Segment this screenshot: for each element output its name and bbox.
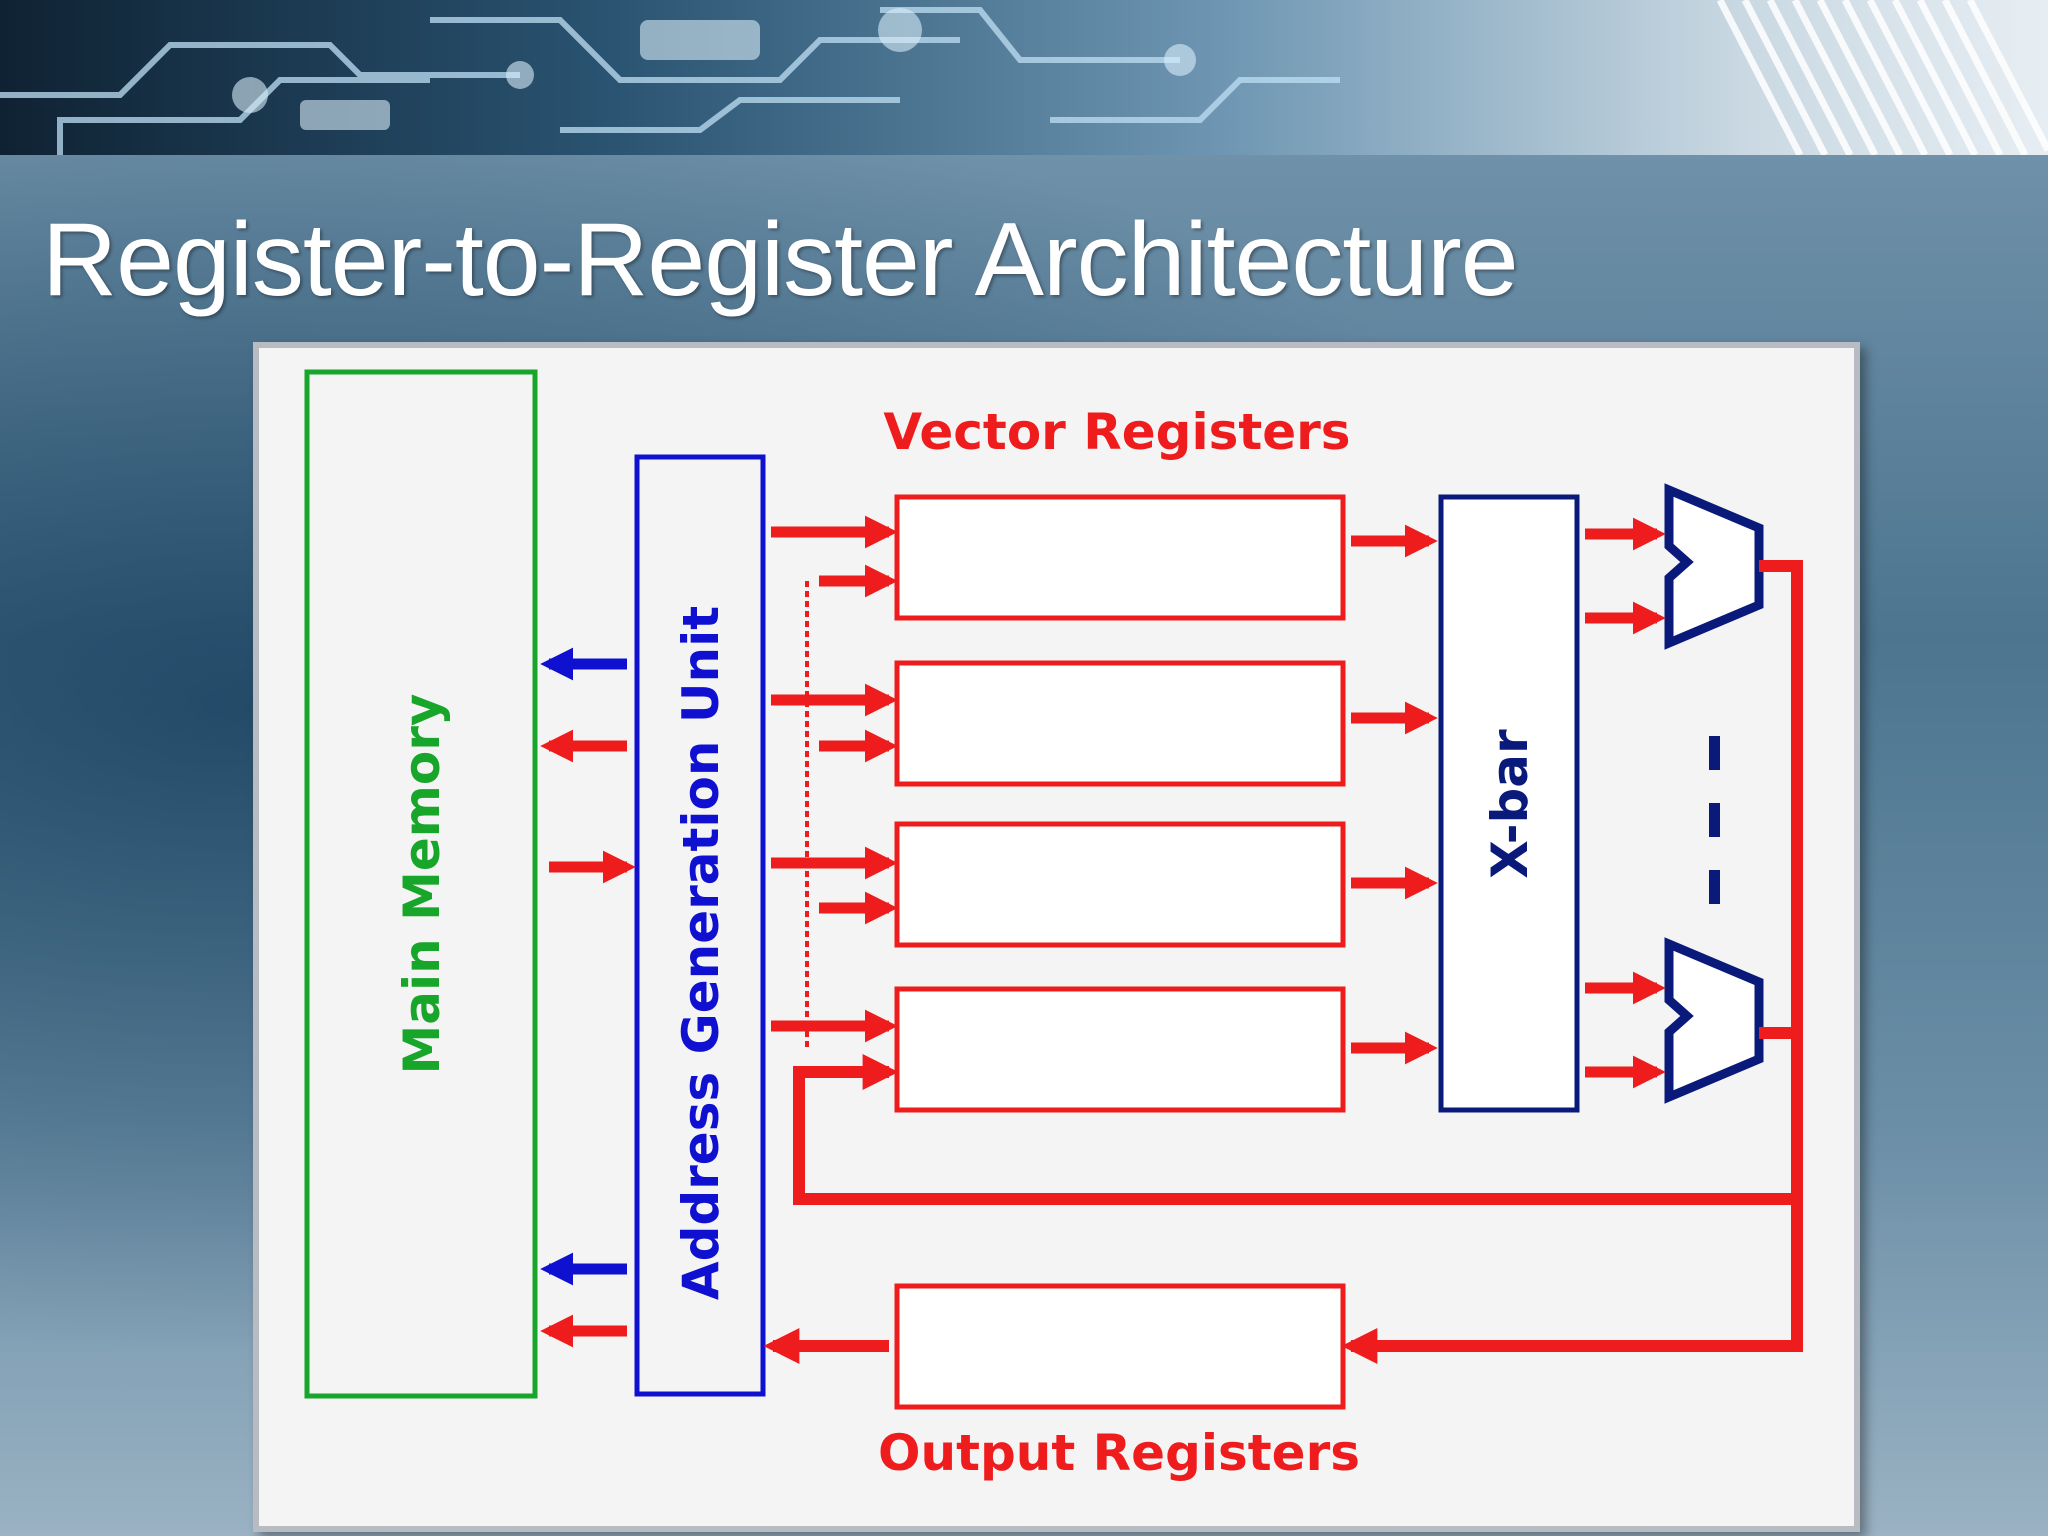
- output-path: [763, 1199, 1803, 1364]
- main-memory-box: [304, 369, 538, 1399]
- xbar-box: [1438, 494, 1580, 1113]
- xbar-label: X-bar: [1481, 729, 1539, 879]
- output-registers-label: Output Registers: [878, 1424, 1360, 1482]
- vector-registers-label: Vector Registers: [883, 403, 1350, 461]
- xbar-to-functional-units-arrows: [1585, 517, 1666, 1089]
- functional-unit-ellipsis: [1709, 736, 1720, 904]
- diagram-panel: Main Memory Address Generation Unit Vect…: [253, 342, 1860, 1532]
- slide-title: Register-to-Register Architecture: [42, 202, 1519, 318]
- architecture-diagram: Main Memory Address Generation Unit Vect…: [304, 369, 1803, 1482]
- registers-to-xbar-arrows: [1351, 524, 1438, 1065]
- vector-register-box: [894, 821, 1346, 948]
- agu-to-registers-arrows: [771, 515, 898, 1089]
- vector-register-box: [894, 494, 1346, 621]
- address-generation-unit-label: Address Generation Unit: [672, 606, 730, 1300]
- vector-register-box: [894, 660, 1346, 787]
- vector-register-box: [894, 986, 1346, 1113]
- functional-unit-bottom: [1664, 937, 1764, 1104]
- memory-agu-arrows: [540, 647, 636, 1348]
- header-banner: [0, 0, 2048, 155]
- address-generation-unit-box: [634, 454, 766, 1397]
- functional-unit-top: [1664, 483, 1764, 650]
- main-memory-label: Main Memory: [393, 693, 451, 1074]
- feedback-bus: [793, 560, 1803, 1205]
- output-register-box: [894, 1283, 1346, 1410]
- circuit-board-image: [0, 0, 2048, 155]
